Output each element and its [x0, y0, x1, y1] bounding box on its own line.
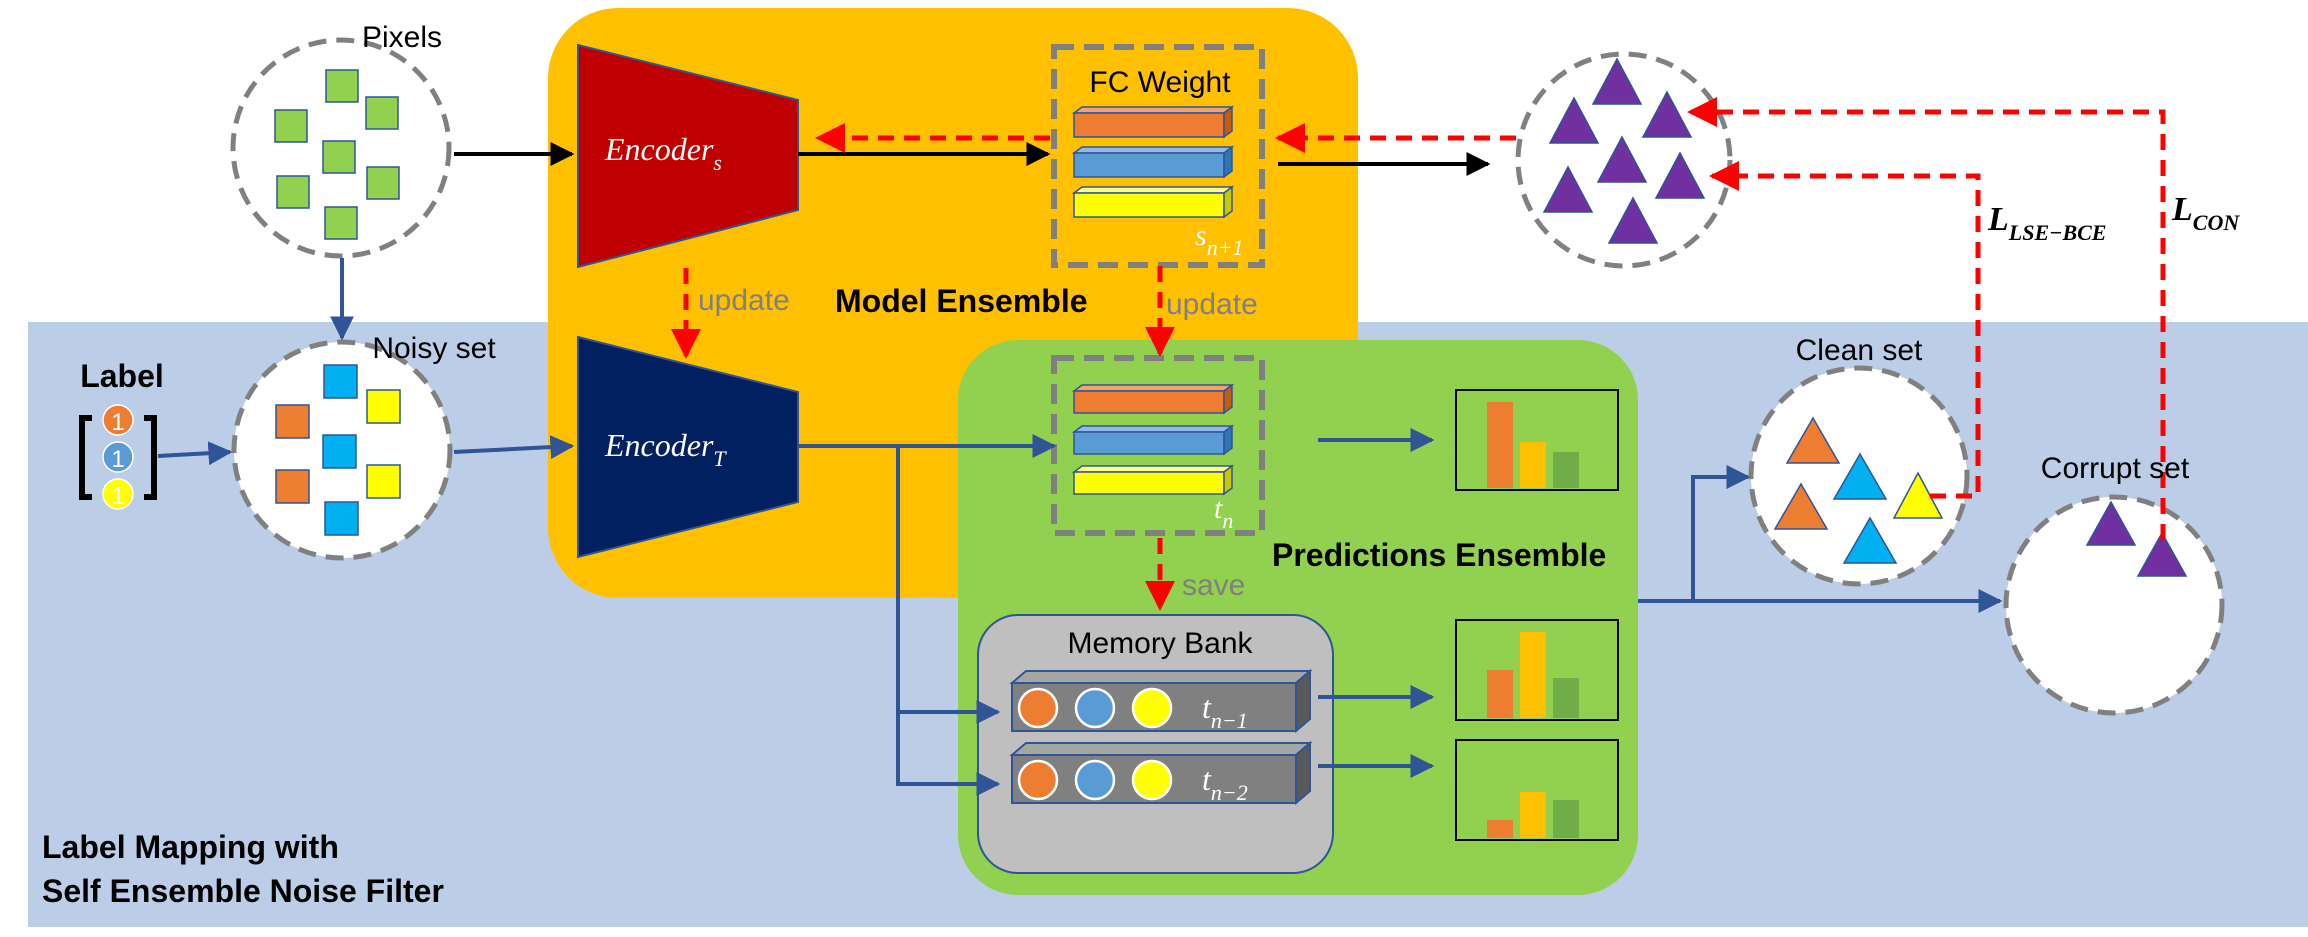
noisy-set-squares [275, 364, 401, 536]
fc-weight-bars [1071, 105, 1235, 219]
s-n1-label: sn+1 [1195, 219, 1244, 260]
tn1-label: tn−1 [1202, 689, 1248, 733]
tn2-label: tn−2 [1202, 761, 1248, 805]
update-right-label: update [1166, 288, 1258, 321]
pixels-label: Pixels [362, 21, 442, 54]
purple-triangles [1542, 57, 1706, 244]
encoder-t-label: EncoderT [604, 427, 727, 471]
fc-weight-box [1051, 44, 1265, 268]
model-ensemble-label: Model Ensemble [835, 283, 1088, 319]
label-value-3: 1 [111, 483, 124, 510]
t-n-label: tn [1214, 492, 1233, 533]
tn-weight-bars [1071, 383, 1235, 496]
label-vector [79, 404, 157, 510]
update-left-label: update [698, 284, 790, 317]
fc-weight-label: FC Weight [1089, 66, 1231, 99]
prediction-box-tn1 [1455, 619, 1619, 721]
footer-line-1: Label Mapping with [42, 829, 339, 865]
noisy-set-label: Noisy set [372, 332, 496, 365]
memory-row-tn2 [1009, 740, 1313, 806]
encoder-s-label: Encoders [604, 131, 722, 175]
red-dashed-arrows [671, 97, 2166, 611]
clean-set-label: Clean set [1796, 334, 1923, 367]
label-value-1: 1 [111, 409, 124, 436]
prediction-box-tn [1455, 389, 1619, 491]
footer-line-2: Self Ensemble Noise Filter [42, 873, 444, 909]
encoder-s-shape [577, 43, 799, 269]
corrupt-set-triangles [2085, 500, 2188, 577]
prediction-box-tn2 [1455, 739, 1619, 841]
predictions-ensemble-label: Predictions Ensemble [1272, 537, 1606, 573]
save-label: save [1182, 569, 1245, 602]
corrupt-set-label: Corrupt set [2041, 452, 2190, 485]
memory-row-tn1 [1009, 668, 1313, 734]
pixel-squares [274, 69, 400, 240]
loss-con-label: LCON [2171, 191, 2240, 235]
memory-bank-label: Memory Bank [1067, 627, 1253, 660]
label-value-2: 1 [111, 446, 124, 473]
label-title: Label [80, 358, 164, 394]
encoder-t-shape [577, 335, 799, 559]
blue-arrows [157, 258, 2003, 796]
black-arrows [454, 142, 1491, 176]
loss-lse-bce-label: LLSE−BCE [1987, 201, 2106, 245]
